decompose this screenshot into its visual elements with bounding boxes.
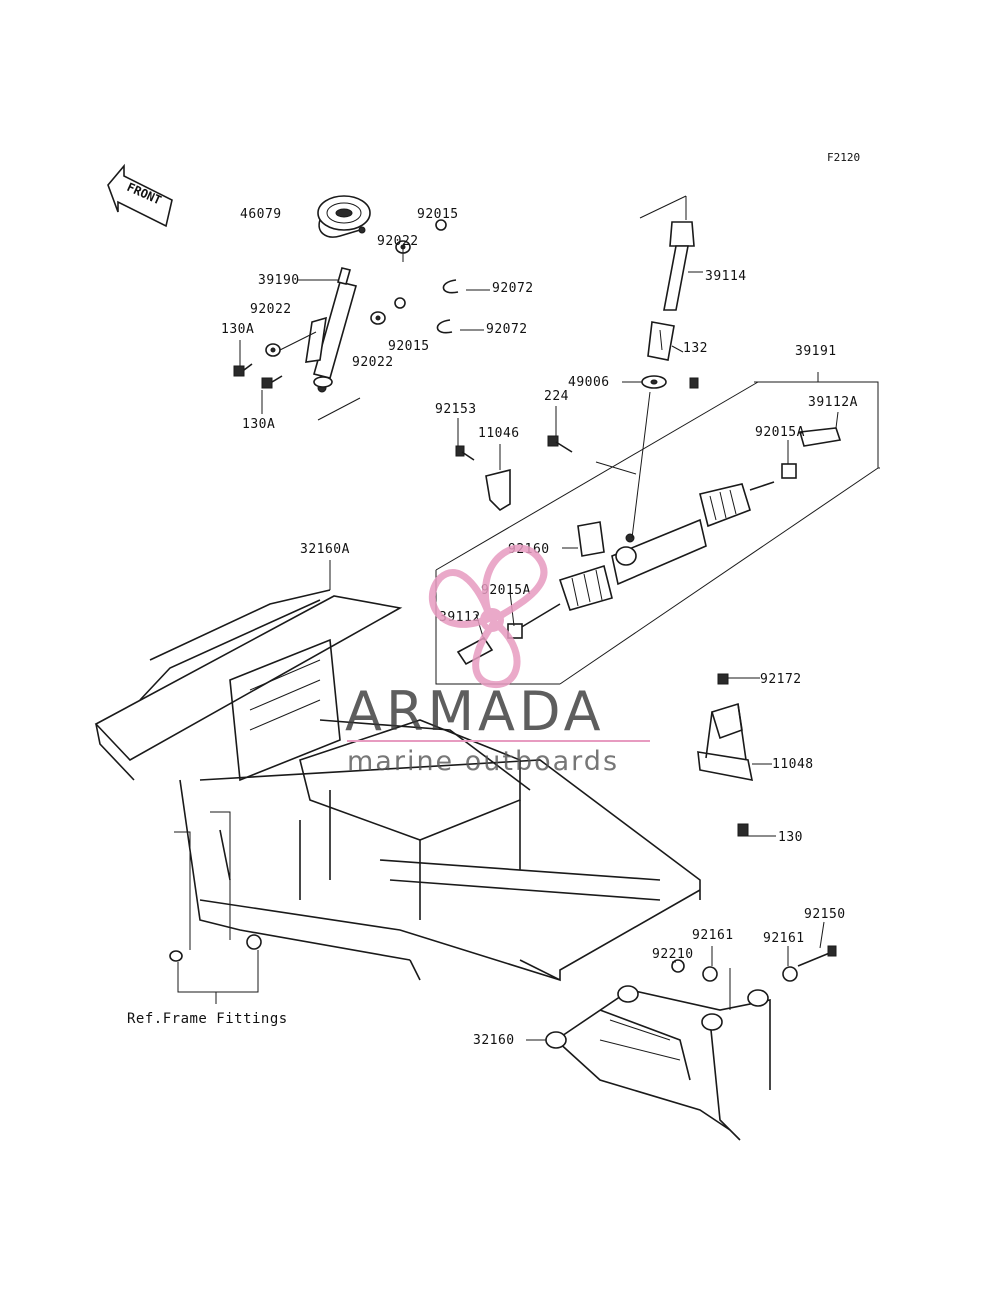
part-label-39112A: 39112A (808, 395, 858, 410)
part-label-92022-a: 92022 (377, 234, 419, 249)
part-label-92015A-right: 92015A (755, 425, 805, 440)
part-label-92161-a: 92161 (692, 928, 734, 943)
part-label-224: 224 (544, 389, 569, 404)
front-a-arm (526, 921, 837, 1141)
part-label-130A-a: 130A (221, 322, 254, 337)
part-label-130: 130 (778, 830, 803, 845)
part-label-39190: 39190 (258, 273, 300, 288)
main-frame (94, 560, 701, 982)
part-label-92210: 92210 (652, 947, 694, 962)
part-label-92022-c: 92022 (352, 355, 394, 370)
part-label-92015-mid: 92015 (388, 339, 430, 354)
ref-frame-fittings: Ref.Frame Fittings (127, 811, 288, 1027)
propeller-logo-icon (428, 544, 548, 689)
part-label-39191: 39191 (795, 344, 837, 359)
part-label-39114: 39114 (705, 269, 747, 284)
part-labels: 46079 92015 92022 39190 92072 92022 130A… (221, 207, 858, 1048)
part-label-11046: 11046 (478, 426, 520, 441)
part-label-92072-b: 92072 (486, 322, 528, 337)
part-label-32160: 32160 (473, 1033, 515, 1048)
mount-bracket (697, 673, 776, 837)
watermark: ARMADA marine outboards (345, 544, 650, 777)
part-label-92015A-left: 92015A (481, 583, 531, 598)
watermark-brand: ARMADA (345, 680, 605, 743)
part-label-46079: 46079 (240, 207, 282, 222)
part-label-11048: 11048 (772, 757, 814, 772)
ref-frame-fittings-label: Ref.Frame Fittings (127, 1011, 288, 1027)
steering-gear-box (435, 372, 880, 685)
watermark-tagline: marine outboards (347, 746, 619, 777)
part-label-92172: 92172 (760, 672, 802, 687)
part-label-92015-top: 92015 (417, 207, 459, 222)
part-label-92150: 92150 (804, 907, 846, 922)
front-arrow-icon: FRONT (107, 163, 173, 228)
part-label-49006: 49006 (568, 375, 610, 390)
part-label-130A-b: 130A (242, 417, 275, 432)
part-label-92161-b: 92161 (763, 931, 805, 946)
steering-shaft-assembly (639, 195, 703, 389)
part-label-32160A: 32160A (300, 542, 350, 557)
part-label-92022-b: 92022 (250, 302, 292, 317)
figure-code: F2120 (827, 151, 860, 164)
part-label-132: 132 (683, 341, 708, 356)
part-label-92153: 92153 (435, 402, 477, 417)
part-label-92072-a: 92072 (492, 281, 534, 296)
steering-column-assembly (233, 195, 490, 421)
